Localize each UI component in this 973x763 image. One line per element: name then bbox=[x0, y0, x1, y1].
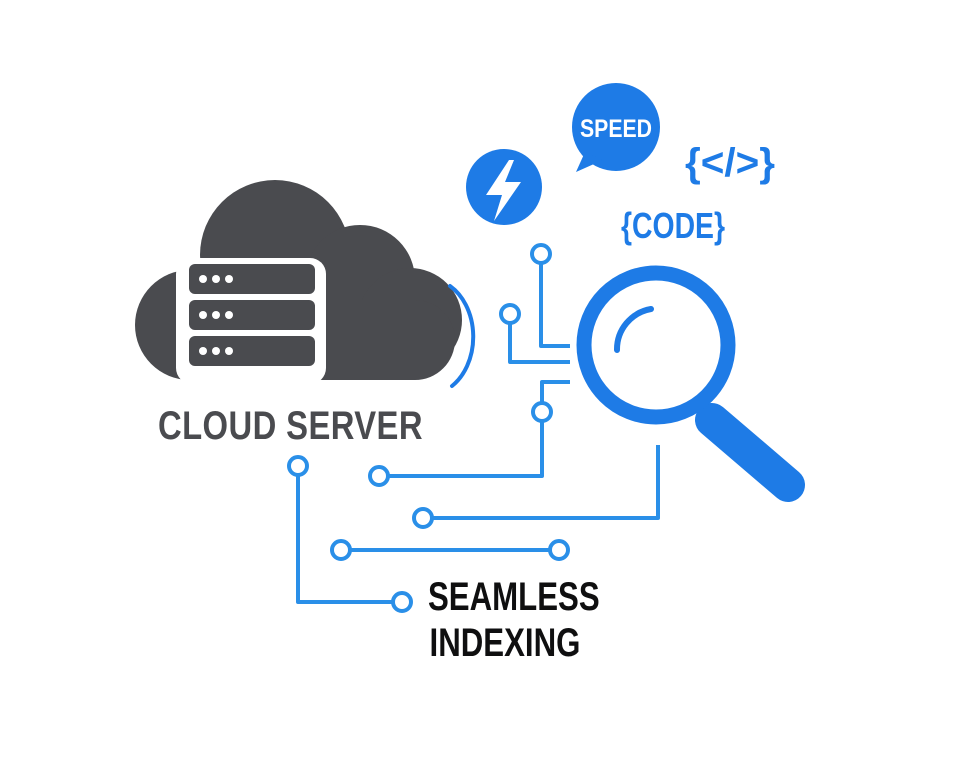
code-label: {CODE} bbox=[621, 205, 725, 246]
circuit-lines bbox=[296, 262, 660, 604]
server-rack-icon bbox=[176, 258, 326, 384]
circuit-nodes bbox=[287, 243, 570, 613]
cloud-server-label: CLOUD SERVER bbox=[158, 404, 423, 448]
circuit-node bbox=[330, 539, 352, 561]
circuit-node bbox=[531, 401, 553, 423]
circuit-node bbox=[548, 539, 570, 561]
seamless-indexing-label: SEAMLESS INDEXING bbox=[428, 574, 600, 666]
seamless-label-line2: INDEXING bbox=[429, 621, 581, 665]
circuit-node bbox=[391, 591, 413, 613]
code-brackets-icon: {</>} {CODE} bbox=[621, 141, 775, 246]
magnifying-glass-icon bbox=[576, 265, 805, 502]
circuit-node bbox=[499, 303, 521, 325]
code-tag-label: {</>} bbox=[685, 141, 775, 185]
speed-label: SPEED bbox=[580, 115, 652, 143]
circuit-node bbox=[287, 455, 309, 477]
circuit-node bbox=[530, 243, 552, 265]
signal-arc bbox=[448, 284, 476, 388]
seamless-label-line1: SEAMLESS bbox=[428, 575, 600, 619]
circuit-node bbox=[368, 465, 390, 487]
circuit-node bbox=[412, 507, 434, 529]
speech-bubble-icon: SPEED bbox=[572, 83, 660, 172]
lightning-bolt-icon bbox=[466, 149, 542, 225]
